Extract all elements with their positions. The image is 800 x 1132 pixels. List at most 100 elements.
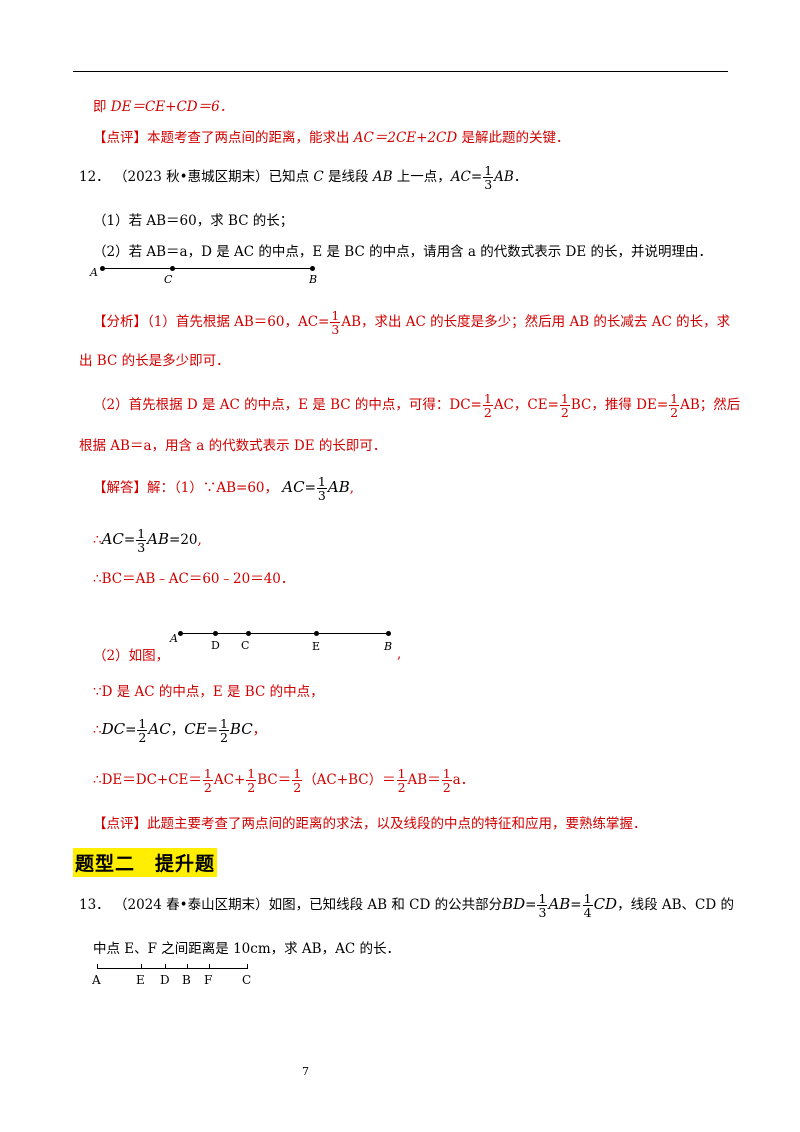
math-term: AB (548, 895, 571, 913)
fraction-denominator: 4 (583, 905, 592, 920)
question-source: （2024 春•泰山区期末） (113, 897, 269, 913)
fraction-numerator: 1 (330, 308, 341, 323)
section-heading: 题型二 提升题 (73, 848, 218, 877)
math-term: BD (502, 895, 526, 913)
question-part-1: （1）若 AB＝60，求 BC 的长； (93, 213, 294, 229)
tick-e (141, 964, 142, 969)
analysis-line-4: 根据 AB＝a，用含 a 的代数式表示 DE 的长即可． (79, 438, 387, 454)
comment-expr: AC＝2CE+2CD (353, 130, 458, 146)
point-f-label: F (204, 973, 213, 987)
analysis-text: AC，CE= (493, 397, 559, 413)
question-part-2: （2）若 AB＝a，D 是 AC 的中点，E 是 BC 的中点，请用含 a 的代… (93, 244, 712, 260)
fraction-denominator: 3 (484, 177, 493, 192)
fraction-denominator: 2 (247, 780, 256, 795)
point-d-label: D (160, 973, 170, 987)
solution-text: AB＝ (407, 772, 441, 788)
punctuation: , (397, 646, 402, 662)
fraction-numerator: 1 (669, 391, 680, 406)
math-term: CD (593, 895, 618, 913)
point-b-label: B (182, 973, 191, 987)
analysis-line-2: 出 BC 的长是多少即可． (79, 353, 230, 369)
fraction-numerator: 1 (396, 766, 407, 781)
solution-tag: 【解答】 (93, 480, 147, 496)
question-text: ，线段 AB、CD 的 (617, 897, 734, 913)
punctuation: , (349, 480, 355, 496)
question-13-line-2: 中点 E、F 之间距离是 10cm，求 AB，AC 的长． (93, 941, 400, 957)
comment-1: 【点评】本题考查了两点间的距离，能求出 AC＝2CE+2CD 是解此题的关键． (93, 129, 570, 147)
answer-prefix: 即 (93, 99, 111, 115)
comment-text: 此题主要考查了两点间的距离的求法，以及线段的中点的特征和应用，要熟练掌握． (147, 816, 647, 832)
fraction-numerator: 1 (483, 163, 494, 178)
tick-f (209, 964, 210, 969)
point-b-dot (386, 631, 391, 636)
solution-text: ∴DE＝DC+CE＝ (93, 772, 202, 788)
question-text: 已知点 (268, 169, 314, 185)
segment-line (97, 968, 247, 969)
math-term: AC (148, 720, 171, 738)
therefore-sign: ∴ (93, 532, 102, 548)
math-term: AB (147, 530, 170, 548)
fraction-denominator: 3 (137, 540, 146, 555)
segment-label: AB (372, 169, 393, 185)
fraction-numerator: 1 (218, 716, 229, 731)
fraction-denominator: 2 (670, 405, 679, 420)
equals-sign: = (123, 532, 136, 548)
point-e-dot (314, 631, 319, 636)
tick-b (187, 964, 188, 969)
solution-line-5: ∵D 是 AC 的中点，E 是 BC 的中点， (93, 684, 324, 700)
comment-text: 本题考查了两点间的距离，能求出 (147, 130, 354, 146)
comment-tag: 【点评】 (93, 130, 147, 146)
fraction-denominator: 2 (397, 780, 406, 795)
fraction-numerator: 1 (246, 766, 257, 781)
segment-line (102, 268, 312, 269)
page-number: 7 (302, 1065, 309, 1078)
comment-tag: 【点评】 (93, 816, 147, 832)
point-b-dot (310, 266, 315, 271)
answer-line: 即 DE＝CE+CD＝6． (93, 98, 233, 116)
fraction-denominator: 2 (138, 730, 147, 745)
equals-sign: = (125, 722, 137, 738)
fraction-denominator: 3 (317, 488, 326, 503)
point-label: C (313, 169, 324, 185)
math-term: AC (282, 478, 305, 496)
fraction-numerator: 1 (316, 474, 327, 489)
comment-2: 【点评】此题主要考查了两点间的距离的求法，以及线段的中点的特征和应用，要熟练掌握… (93, 815, 647, 833)
point-a-label: A (90, 266, 98, 279)
solution-line-4: （2）如图， (93, 648, 170, 664)
segment-label: AC (450, 169, 471, 185)
solution-line-3: ∴BC＝AB﹣AC＝60﹣20＝40． (93, 571, 295, 587)
point-a-dot (178, 631, 183, 636)
fraction-numerator: 1 (537, 891, 548, 906)
fraction-numerator: 1 (292, 766, 303, 781)
fraction-numerator: 1 (482, 391, 493, 406)
solution-text: AC+ (213, 772, 246, 788)
punctuation: ， (252, 722, 267, 738)
fraction-denominator: 2 (203, 780, 212, 795)
tick-a (97, 964, 98, 969)
question-text: 上一点， (392, 169, 451, 185)
math-term: BC (229, 720, 253, 738)
math-term: CE (184, 720, 207, 738)
therefore-sign: ∴ (93, 722, 102, 738)
question-text: 是线段 (323, 169, 373, 185)
fraction-numerator: 1 (441, 766, 452, 781)
equals-sign: = (470, 169, 483, 185)
fraction-denominator: 2 (483, 405, 492, 420)
fraction-denominator: 3 (331, 322, 340, 337)
analysis-text: AB，求出 AC 的长度是多少；然后用 AB 的长减去 AC 的长，求 (341, 314, 731, 330)
question-source: （2023 秋•惠城区期末） (113, 169, 269, 185)
point-c-label: C (242, 973, 252, 987)
